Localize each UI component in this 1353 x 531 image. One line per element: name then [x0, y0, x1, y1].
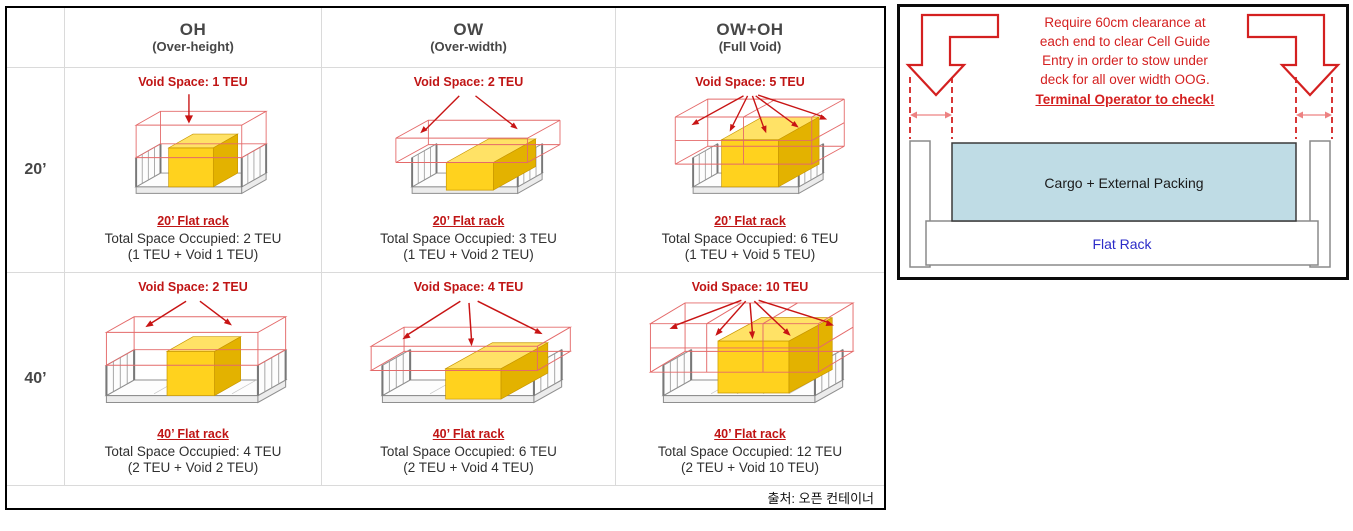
cargo-box [167, 133, 239, 188]
clearance-note-emphasis: Terminal Operator to check! [1035, 91, 1215, 107]
void-arrow [184, 94, 193, 124]
rack-caption: 20’ Flat rack [432, 213, 505, 228]
occupied-caption: Total Space Occupied: 3 TEU [380, 230, 557, 246]
occupied-caption: Total Space Occupied: 4 TEU [104, 443, 282, 459]
void-arrows [401, 300, 543, 346]
void-space-label: Void Space: 10 TEU [691, 280, 809, 294]
occupied-caption: Total Space Occupied: 6 TEU [661, 230, 839, 246]
column-header-ow: OW (Over-width) [321, 8, 615, 67]
clearance-note-line: Entry in order to stow under [1042, 53, 1208, 69]
void-arrows [145, 300, 232, 327]
cell-40ft-oh: Void Space: 2 TEU [64, 272, 321, 485]
column-code: OW+OH [716, 20, 784, 40]
void-space-label: Void Space: 2 TEU [138, 280, 248, 294]
clearance-note-line: deck for all over width OOG. [1040, 72, 1210, 88]
flat-rack-label: Flat Rack [1092, 236, 1152, 252]
rack-caption: 40’ Flat rack [432, 426, 505, 441]
breakdown-caption: (1 TEU + Void 5 TEU) [684, 246, 816, 262]
void-wireframe [134, 110, 268, 158]
void-space-table: OH (Over-height) OW (Over-width) OW+OH (… [5, 6, 886, 510]
occupied-caption: Total Space Occupied: 12 TEU [657, 443, 843, 459]
row-label-20ft: 20’ [7, 67, 64, 272]
void-wireframe [394, 119, 560, 163]
rack-caption: 20’ Flat rack [157, 213, 229, 228]
clearance-note: Require 60cm clearance at each end to cl… [981, 13, 1269, 109]
cell-40ft-ow: Void Space: 4 TEU [321, 272, 615, 485]
cell-20ft-ow: Void Space: 2 TEU [321, 67, 615, 272]
flat-rack-20-oh-illustration [134, 94, 268, 194]
cargo-box [443, 341, 549, 400]
occupied-caption: Total Space Occupied: 2 TEU [104, 230, 282, 246]
cell-20ft-oh: Void Space: 1 TEU [64, 67, 321, 272]
column-code: OW [453, 20, 484, 40]
flat-rack-40-owoh-illustration [648, 299, 855, 404]
clearance-note-line: each end to clear Cell Guide [1039, 34, 1211, 50]
void-arrows [419, 95, 518, 133]
void-space-label: Void Space: 4 TEU [413, 280, 524, 294]
breakdown-caption: (2 TEU + Void 10 TEU) [681, 459, 819, 475]
rack-caption: 40’ Flat rack [714, 426, 786, 441]
clearance-panel: Require 60cm clearance at each end to cl… [897, 4, 1349, 280]
flat-rack-cross-section [925, 142, 1319, 266]
cargo-label: Cargo + External Packing [1044, 175, 1203, 191]
left-clearance-block-arrow [905, 13, 1000, 97]
column-subtitle: (Over-width) [430, 38, 507, 54]
flat-rack-40-oh-illustration [104, 300, 288, 404]
occupied-caption: Total Space Occupied: 6 TEU [380, 443, 557, 459]
void-wireframe [368, 326, 572, 371]
flat-rack-20-ow-illustration [394, 95, 560, 194]
void-space-label: Void Space: 5 TEU [695, 75, 805, 89]
column-subtitle: (Over-height) [152, 38, 234, 54]
void-wireframe [104, 316, 288, 366]
cargo-box [165, 335, 242, 396]
table-corner-cell [7, 8, 64, 67]
column-subtitle: (Full Void) [718, 38, 782, 54]
right-clearance-block-arrow [1246, 13, 1341, 97]
column-header-oh: OH (Over-height) [64, 8, 321, 67]
cell-40ft-owoh: Void Space: 10 TEU [615, 272, 884, 485]
breakdown-caption: (1 TEU + Void 2 TEU) [403, 246, 534, 262]
void-wireframe [648, 302, 855, 373]
column-header-owoh: OW+OH (Full Void) [615, 8, 884, 67]
breakdown-caption: (2 TEU + Void 4 TEU) [403, 459, 534, 475]
breakdown-caption: (1 TEU + Void 1 TEU) [127, 246, 259, 262]
void-arrows [669, 299, 834, 340]
void-space-label: Void Space: 1 TEU [138, 75, 248, 89]
void-space-label: Void Space: 2 TEU [413, 75, 524, 89]
clearance-note-line: Require 60cm clearance at [1044, 15, 1206, 30]
flat-rack-40-ow-illustration [368, 300, 572, 404]
column-code: OH [179, 20, 207, 40]
clearance-diagram: Cargo + External Packing Flat Rack [905, 13, 1341, 268]
left-clearance-guides [909, 77, 953, 139]
right-clearance-guides [1295, 77, 1333, 139]
void-arrows [691, 94, 828, 133]
cell-20ft-owoh: Void Space: 5 TEU [615, 67, 884, 272]
void-wireframe [674, 98, 845, 165]
flat-rack-20-owoh-illustration [674, 94, 845, 194]
source-note: 출처: 오픈 컨테이너 [7, 485, 884, 508]
rack-caption: 20’ Flat rack [714, 213, 786, 228]
row-label-40ft: 40’ [7, 272, 64, 485]
rack-caption: 40’ Flat rack [157, 426, 229, 441]
cell-guide-posts [909, 140, 1331, 268]
breakdown-caption: (2 TEU + Void 2 TEU) [127, 459, 259, 475]
